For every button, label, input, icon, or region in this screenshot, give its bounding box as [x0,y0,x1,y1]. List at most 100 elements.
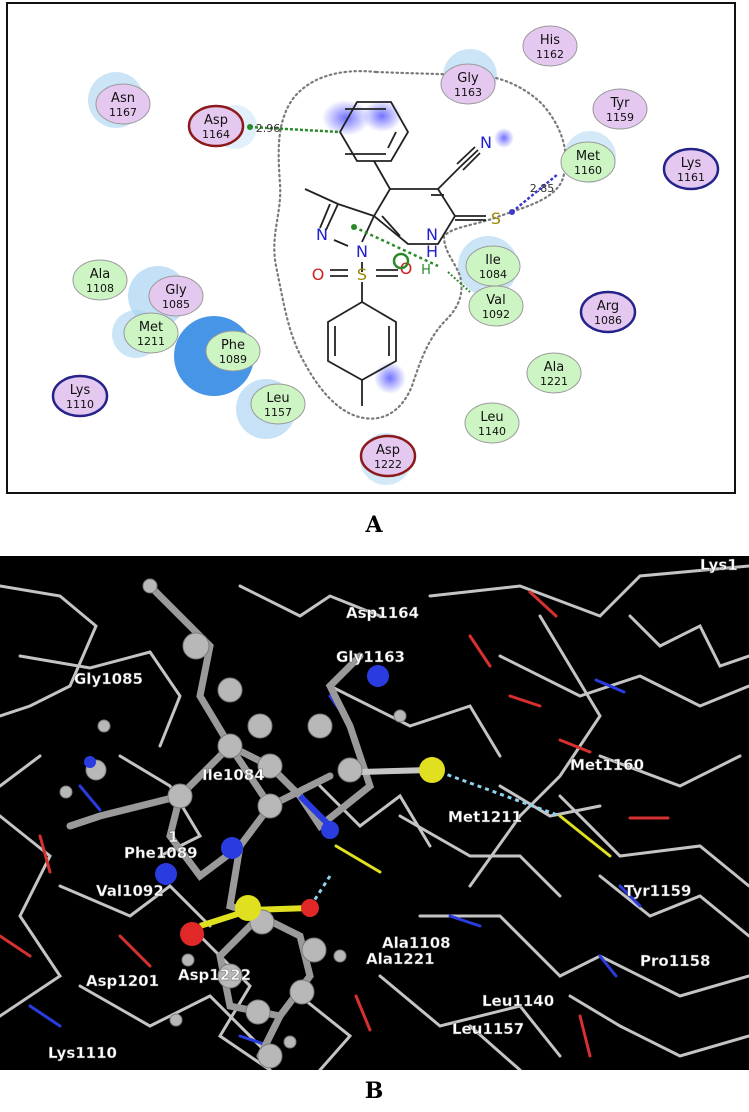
residue-name: Met [576,149,600,164]
atom-s: S [491,209,501,228]
residue-number: 1160 [574,164,602,177]
pose-residue-label: Asp1222 [178,966,251,984]
residue-name: Met [139,320,163,335]
panel-b-caption: B [364,1078,384,1104]
residue-disc [522,25,578,67]
residue-name: Leu [480,410,503,425]
residue-number: 1221 [540,375,568,388]
atom-n: N [356,242,368,261]
pose-residue-label: Met1160 [570,756,644,774]
atom-o: O [400,259,413,278]
residue-name: Asp [376,443,400,458]
residue-disc [464,402,520,444]
pose-residue-label: Tyr1159 [624,882,691,900]
residue-number: 1108 [86,282,114,295]
pose-residue-label: Ala1108 [382,934,451,952]
interaction-diagram-svg: N N N H S S O O N H 2.96 2.85 His1162Gly… [51,25,720,485]
residue-disc [250,383,306,425]
residue-ala-1108: Ala1108 [72,259,128,301]
residue-disc [148,275,204,317]
pi-interaction [351,224,471,293]
residue-gly-1163: Gly1163 [440,63,496,105]
residue-disc [205,330,261,372]
residue-disc [51,374,109,418]
atom-h: H [421,263,431,278]
distance-label: 2.85 [530,182,555,195]
pose-residue-label: Leu1157 [452,1020,524,1038]
residue-name: Leu [266,391,289,406]
pose-residue-label: Gly1163 [336,648,405,666]
residue-disc [526,352,582,394]
pose-residue-label: Ala1221 [366,950,435,968]
residue-disc [440,63,496,105]
exposure-glow [494,128,514,148]
pose-residue-label: Asp1201 [86,972,159,990]
residue-number: 1085 [162,298,190,311]
residue-phe-1089: Phe1089 [205,330,261,372]
residue-number: 1167 [109,106,137,119]
pose-residue-label: Met1211 [448,808,522,826]
residue-name: Arg [597,299,619,314]
residue-disc [592,88,648,130]
residue-asp-1222: Asp1222 [359,434,417,478]
residue-number: 1164 [202,128,230,141]
residue-disc [579,290,637,334]
residue-number: 1222 [374,458,402,471]
ligand-ball-and-stick [59,578,561,1069]
residue-asp-1164: Asp1164 [187,104,245,148]
residue-number: 1110 [66,398,94,411]
atom-n: N [316,225,328,244]
pose-residue-label: Val1092 [96,882,164,900]
residue-disc [662,147,720,191]
residue-number: 1084 [479,268,507,281]
residue-ile-1084: Ile1084 [465,245,521,287]
residue-met-1160: Met1160 [560,141,616,183]
residue-ala-1221: Ala1221 [526,352,582,394]
residue-leu-1157: Leu1157 [250,383,306,425]
residue-name: Ile [485,253,500,268]
pose-residue-label: Lys1 [700,556,738,574]
atom-o: O [312,265,325,284]
residue-disc [359,434,417,478]
residue-name: Ala [90,267,110,282]
hbond-met1160: 2.85 [509,173,559,215]
atom-n: N [480,133,492,152]
residue-disc [72,259,128,301]
residue-number: 1211 [137,335,165,348]
residue-name: Asp [204,113,228,128]
residue-name: Ala [544,360,564,375]
residue-name: His [540,33,560,48]
residue-disc [468,285,524,327]
residue-val-1092: Val1092 [468,285,524,327]
residue-met-1211: Met1211 [123,312,179,354]
residue-number: 1086 [594,314,622,327]
pose-residue-label: Gly1085 [74,670,143,688]
pose-residue-label: Pro1158 [640,952,710,970]
pose-residue-label: Phe1089 [124,844,198,862]
pose-residue-label: Ile1084 [202,766,265,784]
residue-disc [95,83,151,125]
residue-name: Tyr [610,96,631,111]
residue-name: Gly [457,71,479,86]
residue-number: 1089 [219,353,247,366]
atom-s: S [357,265,367,284]
residue-name: Gly [165,283,187,298]
residue-name: Lys [681,156,702,171]
atom-h: H [426,242,438,261]
residue-name: Asn [111,91,135,106]
residue-name: Lys [70,383,91,398]
residue-number: 1161 [677,171,705,184]
atom-n: N [426,225,438,244]
residue-layer: His1162Gly1163Asn1167Asp1164Tyr1159Met11… [51,25,720,478]
residue-number: 1163 [454,86,482,99]
residue-name: Phe [221,338,245,353]
pose-residue-label: Asp1164 [346,604,419,622]
residue-name: Val [486,293,505,308]
